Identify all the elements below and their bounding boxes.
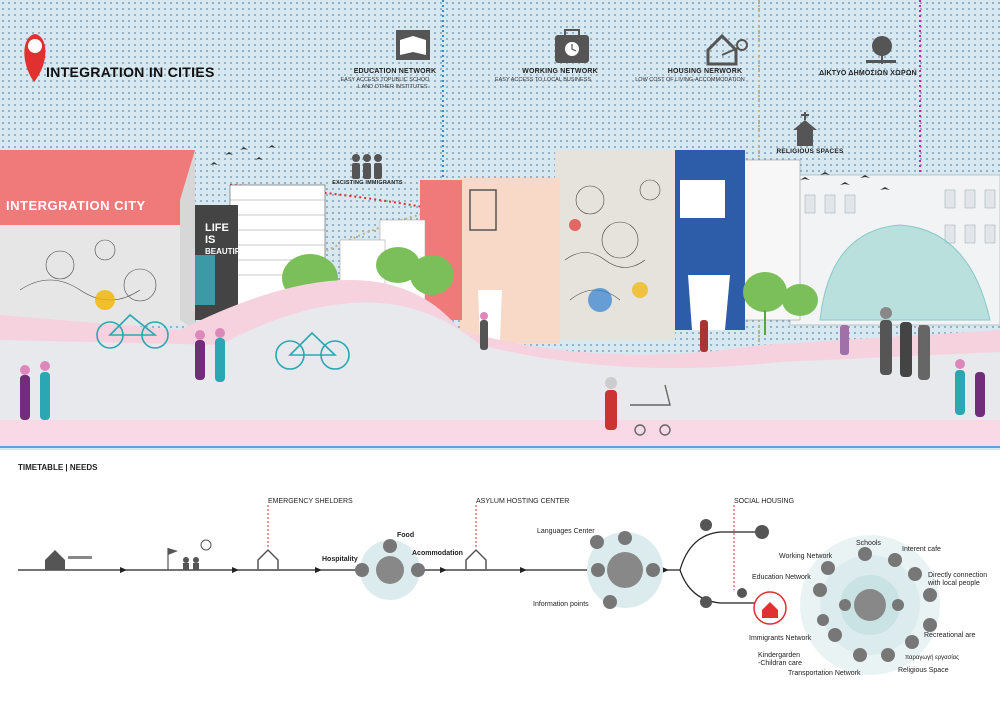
hub-shelter bbox=[355, 539, 425, 600]
accommodation-label: Acommodation bbox=[412, 550, 463, 557]
housing-network-sub: LOW COST OF LIVING-ACCOMMODATION bbox=[635, 77, 745, 83]
immigrants-icon bbox=[352, 154, 382, 179]
mural-line-2: IS bbox=[205, 234, 216, 246]
people bbox=[20, 307, 985, 430]
street bbox=[0, 302, 1000, 420]
transportation-network-label: Transportation Network bbox=[788, 670, 861, 677]
production-label: παραγωγή εργασίας bbox=[905, 655, 960, 661]
working-network-node-label: Working Network bbox=[779, 553, 833, 560]
reject-icon bbox=[700, 519, 712, 531]
religious-spaces-label: RELIGIOUS SPACES bbox=[776, 148, 844, 155]
religious-space-label: Religious Space bbox=[898, 667, 949, 674]
education-network-node-label: Education Network bbox=[752, 574, 811, 581]
map-pin-icon bbox=[24, 34, 46, 82]
home-destroyed-icon bbox=[45, 550, 92, 570]
stroller bbox=[630, 384, 671, 436]
timetable-diagram bbox=[18, 505, 940, 675]
house-x-icon bbox=[737, 588, 747, 598]
existing-immigrants-label: EXCISTING IMMIGRANTS bbox=[332, 180, 403, 186]
glass-dome bbox=[819, 224, 991, 321]
education-icon bbox=[396, 30, 430, 60]
mural-text: LIFE IS BEAUTIFUL bbox=[205, 222, 250, 258]
working-network-sub: EASY ACCESS TO LOCAL BUSINESS bbox=[494, 77, 592, 83]
hub-asylum bbox=[587, 531, 663, 609]
kindergarden-label-2: -Childran care bbox=[758, 660, 802, 667]
briefcase-icon bbox=[555, 29, 589, 63]
food-label: Food bbox=[397, 532, 415, 539]
fork-lower bbox=[679, 569, 755, 604]
peach-building bbox=[460, 178, 560, 343]
bicycles bbox=[96, 313, 350, 370]
hosting-center-icon bbox=[465, 548, 487, 571]
schools-label: Schools bbox=[856, 540, 881, 547]
timetable-title: TIMETABLE | NEEDS bbox=[18, 463, 98, 472]
recreational-label: Recreational are bbox=[924, 632, 976, 639]
internet-cafe-label: Interent cafe bbox=[902, 546, 941, 553]
education-network-sub1: EASY ACCESS TOPUBLIC SCHOO bbox=[340, 77, 430, 83]
education-network-label: EDUCATION NETWORK bbox=[353, 68, 437, 75]
working-network-label: WORKING NETWORK bbox=[522, 68, 598, 75]
blue-building-door bbox=[688, 275, 730, 330]
plane-icon bbox=[755, 525, 769, 539]
street-scene bbox=[0, 0, 1000, 448]
kindergarden-label-1: Kindergarden bbox=[758, 652, 801, 659]
church-icon bbox=[793, 112, 817, 146]
shelter-icon bbox=[257, 548, 279, 571]
building-sign: INTERGRATION CITY bbox=[6, 198, 146, 213]
birds bbox=[210, 145, 890, 190]
accept-icon bbox=[700, 596, 712, 608]
hospitality-label: Hospitality bbox=[322, 556, 358, 563]
emergency-shelters-label: EMERGENCY SHELDERS bbox=[268, 498, 353, 505]
page-title: INTEGRATION IN CITIES bbox=[46, 64, 215, 80]
mural-line-3: BEAUTIFUL bbox=[205, 247, 251, 256]
hub-social-housing bbox=[753, 535, 940, 675]
languages-center-label: Languages Center bbox=[537, 528, 595, 535]
family-flag-icon bbox=[167, 539, 212, 570]
direct-connection-label-1: Directly connection bbox=[928, 572, 988, 579]
blue-building-window bbox=[680, 180, 725, 218]
social-housing-label: SOCIAL HOUSING bbox=[734, 498, 795, 505]
fork-upper bbox=[679, 531, 755, 571]
housing-network-label: HOUSING NERWORK bbox=[667, 68, 743, 75]
asylum-center-label: ASYLUM HOSTING CENTER bbox=[476, 498, 570, 505]
coral-building-small bbox=[420, 180, 462, 320]
city-illustration: INTEGRATION IN CITIES EDUCATION NETWORK … bbox=[0, 0, 1000, 450]
information-points-label: Information points bbox=[533, 601, 589, 608]
public-space-network-label: ΔΙΚΤΥΟ ΔΗΜΟΣΙΩΝ ΧΩΡΩΝ bbox=[819, 70, 917, 77]
park-tree-icon bbox=[866, 36, 896, 64]
direct-connection-label-2: with local people bbox=[928, 580, 980, 587]
mural-line-1: LIFE bbox=[205, 222, 229, 234]
education-network-sub2: L AND OTHER INSTITUTES bbox=[357, 84, 428, 90]
house-key-icon bbox=[706, 33, 748, 66]
immigrants-network-label: Immigrants Network bbox=[749, 635, 812, 642]
mural-building bbox=[555, 150, 675, 340]
